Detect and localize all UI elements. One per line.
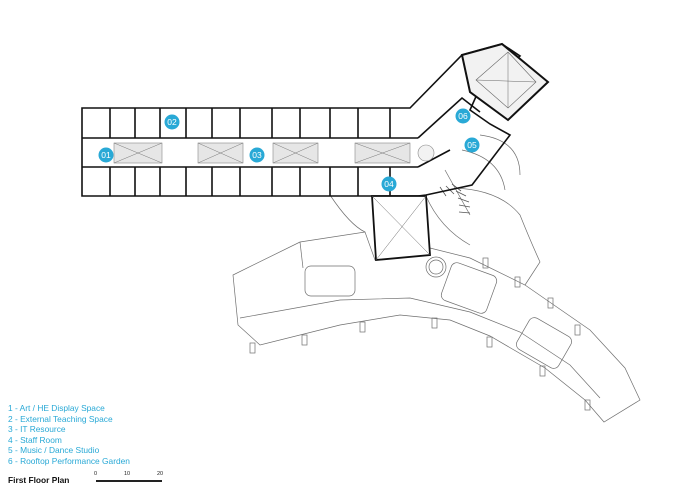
room-markers: 01 02 03 04 05 06 bbox=[98, 108, 480, 192]
legend-item-3: 3 - IT Resource bbox=[8, 424, 66, 435]
scale-label-20: 20 bbox=[157, 471, 164, 477]
ground-outline bbox=[232, 134, 641, 423]
scale-bar: 0 10 20 bbox=[94, 471, 166, 491]
marker-03: 03 bbox=[249, 147, 265, 163]
building-walls bbox=[81, 43, 522, 197]
corridor-zones bbox=[113, 142, 435, 164]
legend-item-4: 4 - Staff Room bbox=[8, 434, 62, 445]
marker-06-label: 06 bbox=[458, 111, 468, 121]
legend-item-5: 5 - Music / Dance Studio bbox=[8, 445, 100, 456]
rooftop-garden-block bbox=[460, 42, 550, 122]
marker-02-label: 02 bbox=[167, 117, 177, 127]
marker-06: 06 bbox=[455, 108, 471, 124]
scale-label-0: 0 bbox=[94, 471, 98, 477]
scale-bar-graphic bbox=[96, 480, 162, 482]
legend-item-1: 1 - Art / HE Display Space bbox=[8, 403, 105, 413]
scale-label-10: 10 bbox=[124, 471, 131, 477]
legend-item-2: 2 - External Teaching Space bbox=[8, 413, 113, 424]
corridor-crosses bbox=[113, 142, 411, 164]
marker-02: 02 bbox=[164, 114, 180, 130]
marker-04: 04 bbox=[381, 176, 397, 192]
plan-title: First Floor Plan bbox=[8, 475, 70, 485]
legend-item-6: 6 - Rooftop Performance Garden bbox=[8, 455, 130, 466]
facade-fins bbox=[439, 183, 471, 214]
marker-01: 01 bbox=[98, 147, 114, 163]
legend: 1 - Art / HE Display Space 2 - External … bbox=[8, 403, 130, 467]
marker-05: 05 bbox=[464, 137, 480, 153]
marker-05-label: 05 bbox=[467, 140, 477, 150]
marker-03-label: 03 bbox=[252, 150, 262, 160]
marker-04-label: 04 bbox=[384, 179, 394, 189]
staff-room-canopy bbox=[371, 195, 431, 261]
marker-01-label: 01 bbox=[101, 150, 111, 160]
